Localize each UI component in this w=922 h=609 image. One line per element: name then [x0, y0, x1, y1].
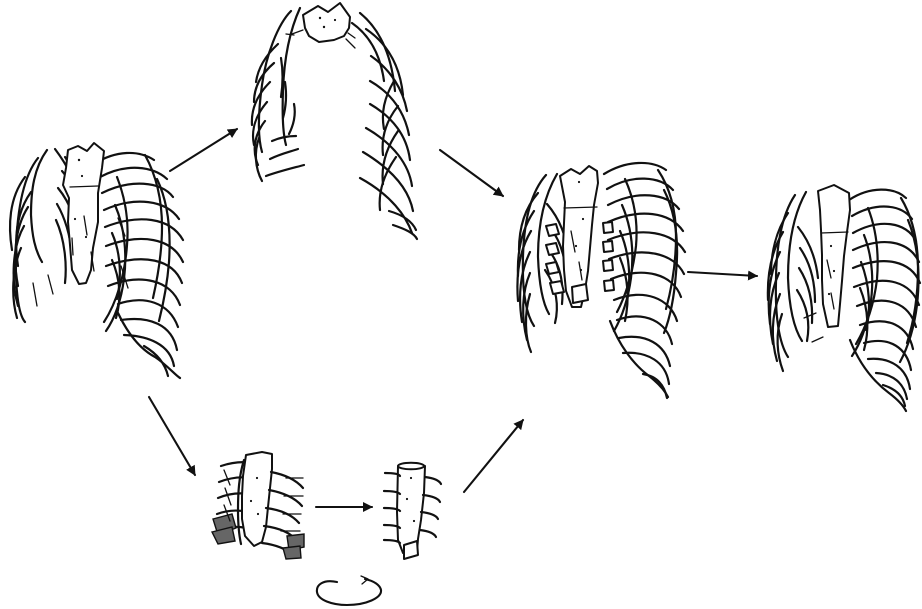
final-reconstructed-rib-cage: [768, 185, 920, 411]
rotation-indicator: [317, 576, 381, 605]
arrow-icon: [170, 129, 237, 171]
prepared-sternum-graft: [384, 463, 441, 559]
rotation-icon: [317, 579, 381, 605]
arrow-icon: [688, 272, 757, 276]
reconstruction-step: [517, 163, 685, 398]
original-rib-cage: [10, 143, 183, 378]
arrow-icon: [464, 420, 523, 492]
opened-chest-wall: [252, 3, 417, 239]
arrow-icon: [149, 397, 195, 475]
arrow-icon: [440, 150, 503, 196]
resected-rib-segment: [212, 452, 304, 559]
